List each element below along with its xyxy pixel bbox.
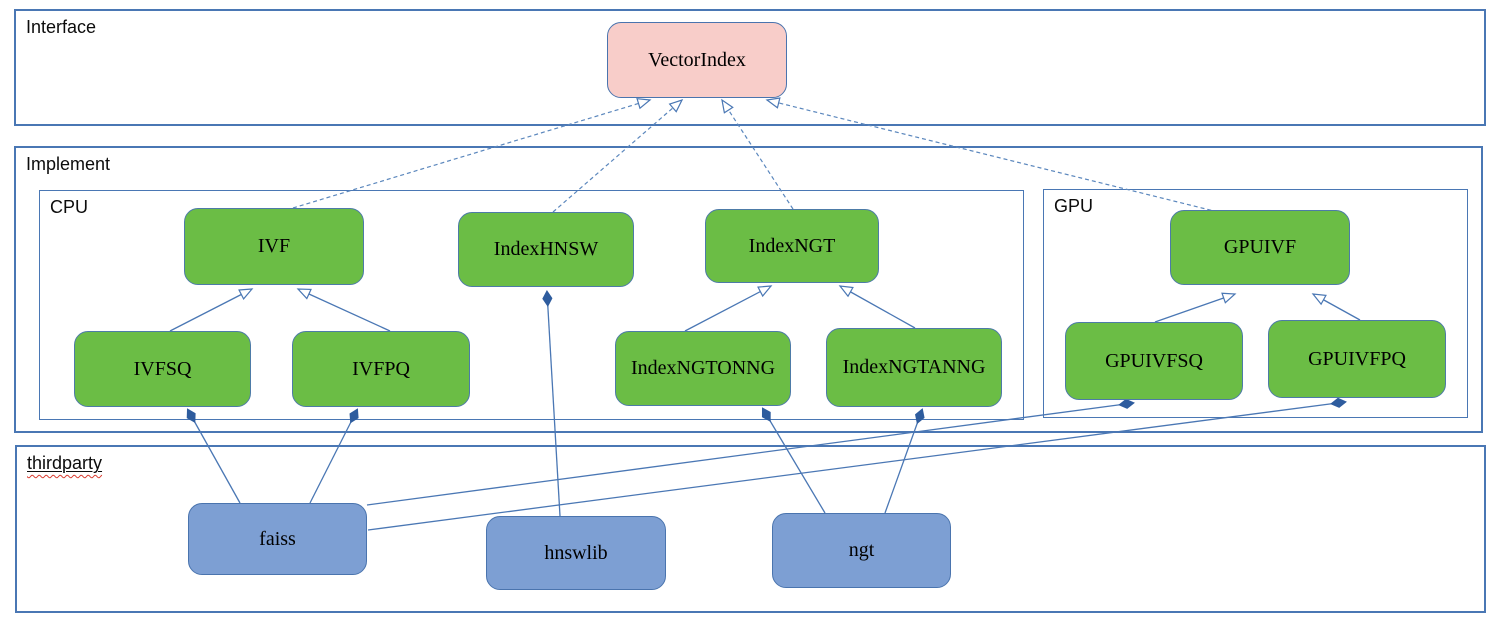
container-gpu-label: GPU	[1054, 196, 1094, 216]
edge-faiss-ivfsq	[186, 408, 241, 504]
node-indexngtanng[interactable]: IndexNGTANNG	[826, 328, 1002, 407]
container-thirdparty-label-text: thirdparty	[27, 453, 103, 473]
container-implement: Implement	[14, 146, 1483, 433]
node-indexngt-label: IndexNGT	[748, 234, 836, 257]
container-cpu: CPU	[39, 190, 1024, 420]
node-gpuivfsq-label: GPUIVFSQ	[1105, 349, 1203, 372]
node-vectorindex[interactable]: VectorIndex	[607, 22, 787, 98]
edge-ivfpq-ivf	[296, 288, 391, 332]
edge-indexngtonng-indexngt	[684, 285, 773, 332]
container-thirdparty-label: thirdparty	[27, 453, 102, 474]
node-indexngtonng-label: IndexNGTONNG	[630, 357, 776, 379]
edge-faiss-gpuivfpq	[367, 397, 1347, 531]
edge-faiss-ivfpq	[309, 408, 359, 504]
container-gpu: GPU	[1043, 189, 1468, 418]
edge-faiss-gpuivfsq	[366, 398, 1135, 506]
node-ivfsq-label: IVFSQ	[133, 357, 192, 380]
edge-ivfsq-ivf	[169, 288, 254, 332]
node-indexhnsw-label: IndexHNSW	[493, 238, 599, 260]
edge-ngt-indexngtanng	[884, 408, 925, 514]
realization-edges	[292, 97, 1219, 213]
node-gpuivfpq-label: GPUIVFPQ	[1308, 347, 1406, 370]
node-gpuivf[interactable]: GPUIVF	[1170, 210, 1350, 285]
node-gpuivf-label: GPUIVF	[1223, 236, 1297, 258]
node-ngt-label: ngt	[848, 539, 875, 561]
node-indexngtanng-label: IndexNGTANNG	[842, 356, 986, 378]
node-indexhnsw[interactable]: IndexHNSW	[458, 212, 634, 287]
inheritance-edges	[169, 285, 1361, 332]
container-thirdparty: thirdparty	[15, 445, 1486, 613]
composition-edges	[186, 290, 1347, 531]
node-ivf[interactable]: IVF	[184, 208, 364, 285]
node-vectorindex-label: VectorIndex	[648, 48, 746, 71]
edge-gpuivf-vectorindex	[765, 97, 1219, 213]
node-faiss[interactable]: faiss	[188, 503, 367, 575]
edge-ngt-indexngtonng	[761, 407, 826, 514]
container-interface-label: Interface	[26, 17, 97, 37]
node-indexngt[interactable]: IndexNGT	[705, 209, 879, 283]
edge-indexhnsw-vectorindex	[552, 98, 684, 213]
node-ngt[interactable]: ngt	[772, 513, 951, 588]
edge-ivf-vectorindex	[292, 98, 652, 209]
edge-hnswlib-indexhnsw	[542, 290, 561, 517]
node-hnswlib-label: hnswlib	[544, 541, 608, 564]
edge-indexngtanng-indexngt	[838, 285, 916, 329]
node-gpuivfsq[interactable]: GPUIVFSQ	[1065, 322, 1243, 400]
edge-indexngt-vectorindex	[721, 98, 794, 210]
node-gpuivfpq[interactable]: GPUIVFPQ	[1268, 320, 1446, 398]
container-interface: Interface	[14, 9, 1486, 126]
node-ivfpq-label: IVFPQ	[352, 357, 410, 380]
edge-gpuivfsq-gpuivf	[1154, 292, 1237, 323]
edge-gpuivfpq-gpuivf	[1311, 293, 1361, 321]
node-indexngtonng[interactable]: IndexNGTONNG	[615, 331, 791, 406]
node-ivfpq[interactable]: IVFPQ	[292, 331, 470, 407]
container-cpu-label: CPU	[50, 197, 89, 217]
node-faiss-label: faiss	[259, 527, 296, 550]
node-hnswlib[interactable]: hnswlib	[486, 516, 666, 590]
node-ivf-label: IVF	[257, 235, 291, 257]
node-ivfsq[interactable]: IVFSQ	[74, 331, 251, 407]
container-implement-label: Implement	[26, 154, 111, 174]
